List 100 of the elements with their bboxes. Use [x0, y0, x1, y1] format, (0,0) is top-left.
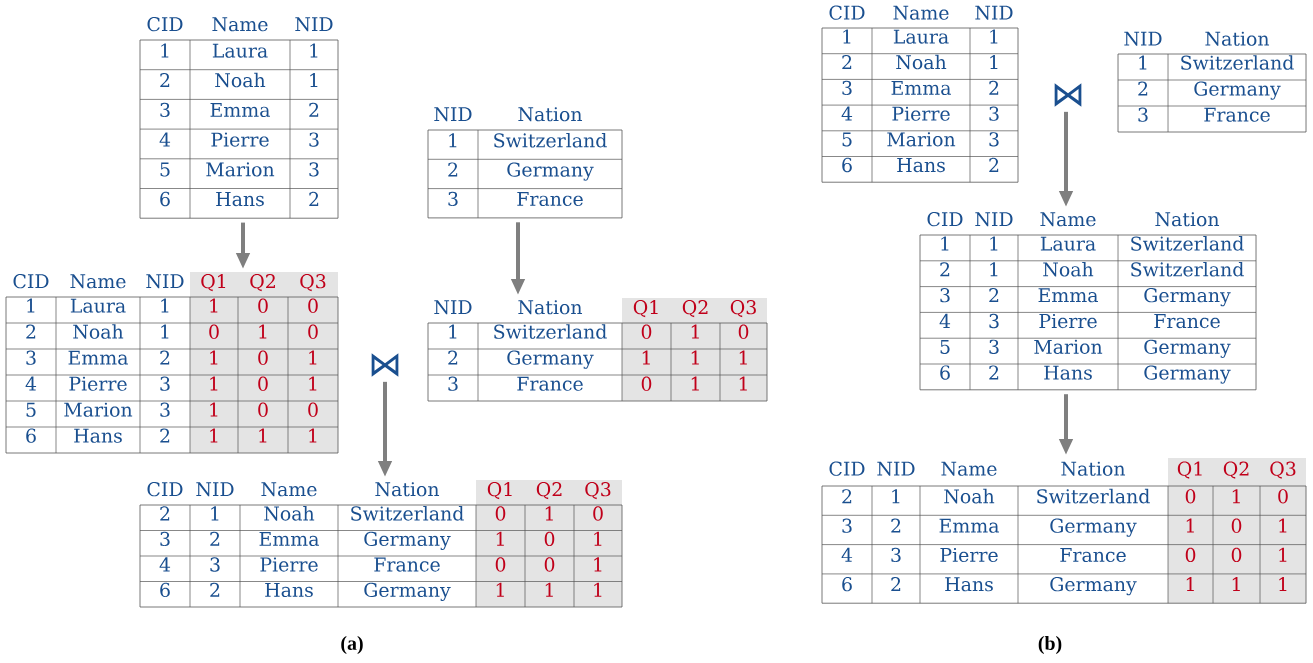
table-cell: 1 — [691, 324, 699, 339]
table-cell: 3 — [448, 376, 458, 391]
column-header: Name — [70, 274, 126, 289]
table-cell: 6 — [160, 191, 170, 207]
table-cell: 0 — [308, 324, 318, 339]
table-cell: Noah — [896, 54, 947, 70]
table-cell: 0 — [308, 402, 318, 417]
table-cell: 1 — [309, 428, 317, 443]
column-header: NID — [196, 482, 234, 497]
table-cell: 1 — [1279, 518, 1287, 533]
table-cell: 1 — [309, 350, 317, 365]
table-cell: Marion — [64, 402, 133, 417]
table-cell: 2 — [26, 324, 36, 339]
table-cell: Emma — [891, 81, 951, 96]
table-cell: 6 — [842, 577, 852, 592]
table-cell: 1 — [990, 262, 998, 277]
table-cell: 0 — [544, 531, 555, 547]
table-cell: 1 — [161, 298, 169, 313]
table-cell: 2 — [940, 262, 950, 277]
column-header: NID — [434, 107, 472, 122]
column-header: CID — [927, 212, 963, 227]
table-cell: 3 — [160, 531, 170, 547]
table-cell: 3 — [891, 547, 901, 563]
table-cell: 5 — [842, 132, 852, 147]
column-header: Q3 — [730, 300, 756, 318]
table-cell: 2 — [891, 518, 901, 533]
table-cell: 0 — [308, 298, 318, 313]
table-cell: 1 — [210, 376, 218, 391]
table-cell: 1 — [210, 298, 218, 313]
table-cell: 1 — [642, 350, 650, 365]
column-header: Name — [1040, 212, 1096, 227]
table-cell: 0 — [258, 402, 268, 417]
column-header: CID — [829, 461, 865, 476]
column-header: NID — [975, 5, 1013, 20]
table-cell: Emma — [68, 350, 128, 365]
table-cell: 2 — [842, 489, 852, 504]
table-cell: Germany — [1194, 81, 1281, 100]
table-cell: Germany — [364, 531, 451, 550]
table-cell: 4 — [841, 547, 853, 562]
table-cell: Emma — [939, 518, 999, 533]
table-cell: 1 — [309, 376, 317, 391]
column-header: Q1 — [633, 300, 658, 318]
table-cell: 1 — [449, 133, 457, 148]
table-cell: 2 — [309, 102, 319, 117]
table-cell: 1 — [449, 324, 457, 339]
table-cell: Pierre — [69, 376, 127, 391]
table-cell: 4 — [841, 106, 853, 121]
table-cell: Laura — [212, 43, 268, 58]
table-cell: 0 — [209, 324, 219, 339]
table-cell: 2 — [989, 365, 999, 380]
table-cell: 1 — [1232, 577, 1240, 592]
column-header: NID — [295, 17, 333, 32]
table-cell: Pierre — [1039, 313, 1097, 329]
column-header: Q3 — [1270, 461, 1296, 479]
table-cell: 0 — [641, 324, 652, 339]
table-cell: 3 — [160, 376, 170, 391]
table-cell: 1 — [990, 29, 998, 44]
table-cell: Marion — [1034, 339, 1103, 354]
table-cell: Laura — [70, 298, 126, 313]
column-header: Q3 — [300, 274, 326, 292]
table-cell: 1 — [161, 324, 169, 339]
table-cell: Switzerland — [1181, 55, 1294, 70]
panel-label: (b) — [1038, 635, 1062, 655]
table-cell: 4 — [159, 557, 171, 572]
table-cell: 4 — [25, 376, 37, 391]
table-cell: 2 — [891, 577, 901, 592]
table-cell: 1 — [941, 236, 949, 251]
table-cell: 1 — [1279, 577, 1287, 592]
table-cell: 1 — [691, 350, 699, 365]
table-cell: Hans — [74, 428, 122, 443]
table-cell: 0 — [641, 376, 652, 391]
table-cell: Switzerland — [351, 506, 464, 521]
table-cell: 1 — [594, 582, 602, 597]
table-cell: 0 — [1185, 547, 1196, 563]
column-header: CID — [147, 17, 183, 32]
table-cell: 1 — [990, 55, 998, 70]
table-cell: 2 — [160, 506, 170, 521]
table-cell: 1 — [161, 43, 169, 58]
table-cell: France — [1204, 107, 1270, 122]
column-header: Nation — [1061, 461, 1126, 476]
table-cell: 6 — [160, 582, 170, 598]
table-cell: 3 — [989, 313, 999, 329]
table-cell: 1 — [739, 350, 747, 365]
table-cell: 0 — [593, 506, 603, 521]
table-cell: Hans — [897, 158, 945, 173]
table-cell: 1 — [691, 376, 699, 391]
table-cell: Marion — [887, 132, 956, 147]
column-header: Q1 — [487, 482, 512, 500]
column-header: Name — [893, 5, 949, 20]
table-cell: 3 — [989, 132, 999, 147]
table-cell: 1 — [211, 506, 219, 521]
table-cell: France — [374, 557, 440, 572]
table-cell: Emma — [259, 532, 319, 547]
column-header: NID — [434, 300, 472, 315]
table-cell: 0 — [495, 506, 506, 521]
table-cell: Switzerland — [1131, 236, 1244, 251]
table-cell: 1 — [990, 236, 998, 251]
table-cell: 3 — [842, 518, 852, 533]
column-header: CID — [829, 5, 865, 20]
table-cell: 1 — [843, 29, 851, 44]
